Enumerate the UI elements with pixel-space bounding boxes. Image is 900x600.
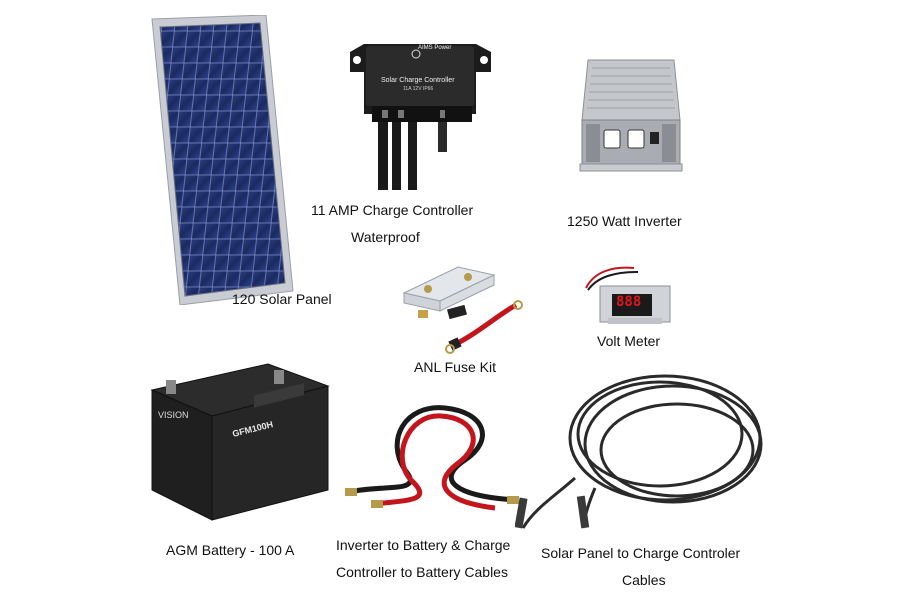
battery-image: VISION bbox=[148, 360, 333, 525]
inverter-label: 1250 Watt Inverter bbox=[567, 213, 682, 229]
charge-controller-image bbox=[348, 40, 493, 190]
volt-meter-label: Volt Meter bbox=[597, 333, 661, 349]
charge-controller-label-line2: Waterproof bbox=[351, 229, 420, 245]
fuse-kit-image bbox=[398, 265, 528, 357]
panel-cables-image bbox=[515, 368, 770, 538]
svg-text:VISION: VISION bbox=[158, 410, 189, 420]
panel-cables-label-line2: Cables bbox=[622, 572, 666, 588]
solar-panel-label: 120 Solar Panel bbox=[232, 291, 332, 307]
panel-cables-label-line1: Solar Panel to Charge Controler bbox=[541, 545, 741, 561]
battery-label: AGM Battery - 100 A bbox=[166, 542, 295, 558]
volt-meter-image bbox=[582, 262, 677, 327]
battery-cables-label-line2: Controller to Battery Cables bbox=[336, 564, 508, 580]
controller-brand-text: AIMS Power bbox=[418, 45, 452, 51]
volt-meter-display: 888 bbox=[616, 294, 642, 310]
battery-cables-image bbox=[345, 400, 520, 515]
controller-device-text: Solar Charge Controller bbox=[381, 77, 455, 84]
controller-spec-text: 11A 12V IP66 bbox=[403, 86, 434, 92]
fuse-kit-label: ANL Fuse Kit bbox=[414, 359, 496, 375]
charge-controller-label-line1: 11 AMP Charge Controller bbox=[311, 202, 474, 218]
battery-cables-label-line1: Inverter to Battery & Charge bbox=[336, 537, 511, 553]
solar-panel-image bbox=[150, 15, 295, 305]
inverter-image bbox=[578, 58, 683, 173]
